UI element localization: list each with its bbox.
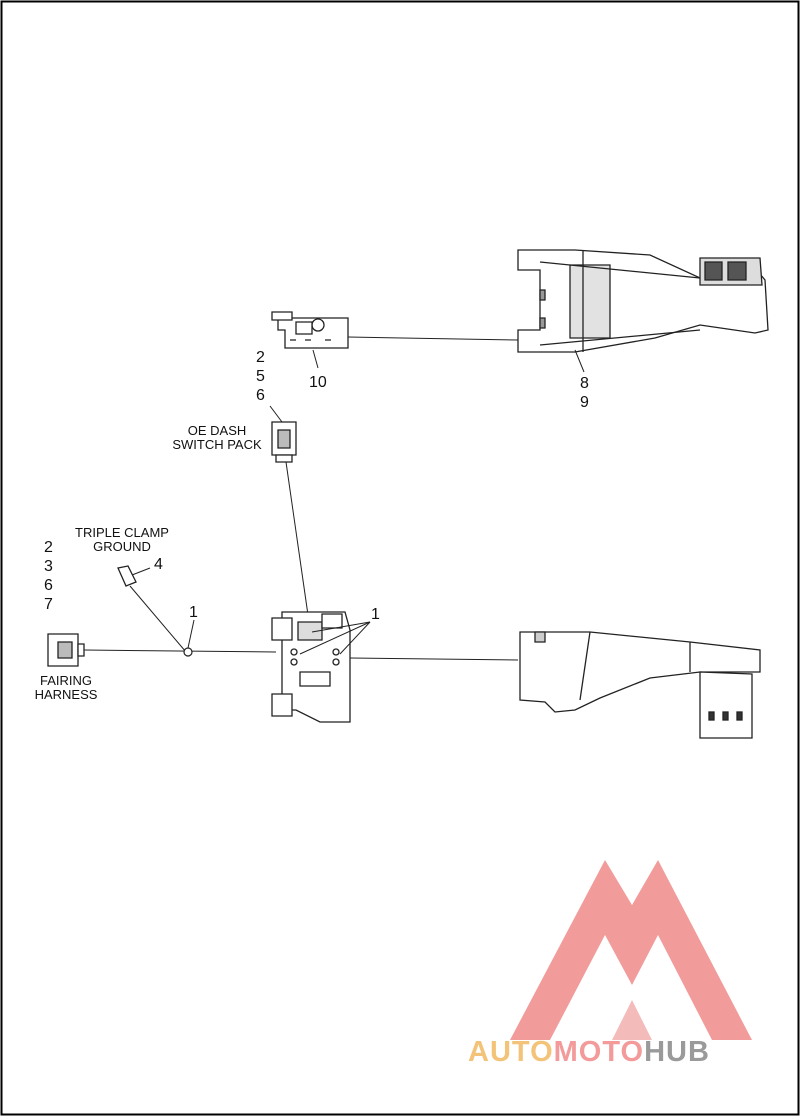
callout-2b: 2 bbox=[44, 539, 53, 556]
connector-item-10 bbox=[271, 311, 349, 349]
cable-clamp bbox=[183, 647, 193, 657]
watermark-hub: HUB bbox=[644, 1036, 710, 1068]
watermark-moto: MOTO bbox=[553, 1036, 645, 1068]
label-triple-clamp-line2: GROUND bbox=[93, 539, 151, 554]
callout-7: 7 bbox=[44, 596, 53, 613]
label-fairing-line1: FAIRING bbox=[39, 673, 92, 688]
label-oe-dash: OE DASH SWITCH PACK bbox=[165, 424, 269, 452]
callout-6b: 6 bbox=[44, 577, 53, 594]
wire-fairing bbox=[83, 649, 277, 653]
leader-1-bracket-b bbox=[299, 621, 371, 655]
leader-1-bracket-a bbox=[311, 621, 371, 633]
callout-1-clamp: 1 bbox=[189, 604, 198, 621]
label-oe-dash-line2: SWITCH PACK bbox=[172, 437, 262, 452]
label-fairing-harness: FAIRING HARNESS bbox=[24, 674, 108, 702]
oe-dash-connector bbox=[271, 421, 297, 463]
wire-lower bbox=[349, 657, 519, 661]
leader-1-clamp bbox=[187, 619, 195, 649]
label-triple-clamp: TRIPLE CLAMP GROUND bbox=[66, 526, 178, 554]
watermark-logo bbox=[510, 860, 752, 1040]
callout-10: 10 bbox=[309, 374, 327, 391]
callout-4: 4 bbox=[154, 556, 163, 573]
label-fairing-line2: HARNESS bbox=[34, 687, 98, 702]
label-triple-clamp-line1: TRIPLE CLAMP bbox=[75, 525, 169, 540]
callout-3: 3 bbox=[44, 558, 53, 575]
lower-cover-housing bbox=[519, 631, 761, 739]
wire-dash-to-bracket bbox=[285, 461, 309, 616]
watermark-auto: AUTO bbox=[468, 1036, 554, 1068]
leader-2-5-6 bbox=[269, 405, 283, 423]
wire-top bbox=[347, 336, 519, 341]
callout-stack-2-3-6-7: 2 3 6 7 bbox=[44, 538, 53, 614]
callout-stack-2-5-6: 2 5 6 bbox=[256, 348, 265, 405]
mounting-bracket bbox=[271, 611, 351, 723]
callout-9: 9 bbox=[580, 394, 589, 411]
callout-1-bracket: 1 bbox=[371, 606, 380, 623]
leader-8-9 bbox=[574, 349, 585, 373]
leader-4 bbox=[131, 567, 151, 576]
watermark-text: AUTOMOTOHUB bbox=[468, 1036, 710, 1069]
callout-5: 5 bbox=[256, 368, 265, 385]
callout-8: 8 bbox=[580, 375, 589, 392]
upper-cover-housing bbox=[517, 249, 769, 353]
wire-ground bbox=[129, 585, 187, 653]
fairing-connector bbox=[47, 633, 85, 667]
leader-10 bbox=[312, 349, 319, 369]
callout-stack-8-9: 8 9 bbox=[580, 374, 589, 412]
callout-6: 6 bbox=[256, 387, 265, 404]
callout-2: 2 bbox=[256, 349, 265, 366]
ground-terminal bbox=[117, 565, 137, 587]
leader-1-bracket-c bbox=[339, 621, 371, 655]
label-oe-dash-line1: OE DASH bbox=[187, 423, 247, 438]
